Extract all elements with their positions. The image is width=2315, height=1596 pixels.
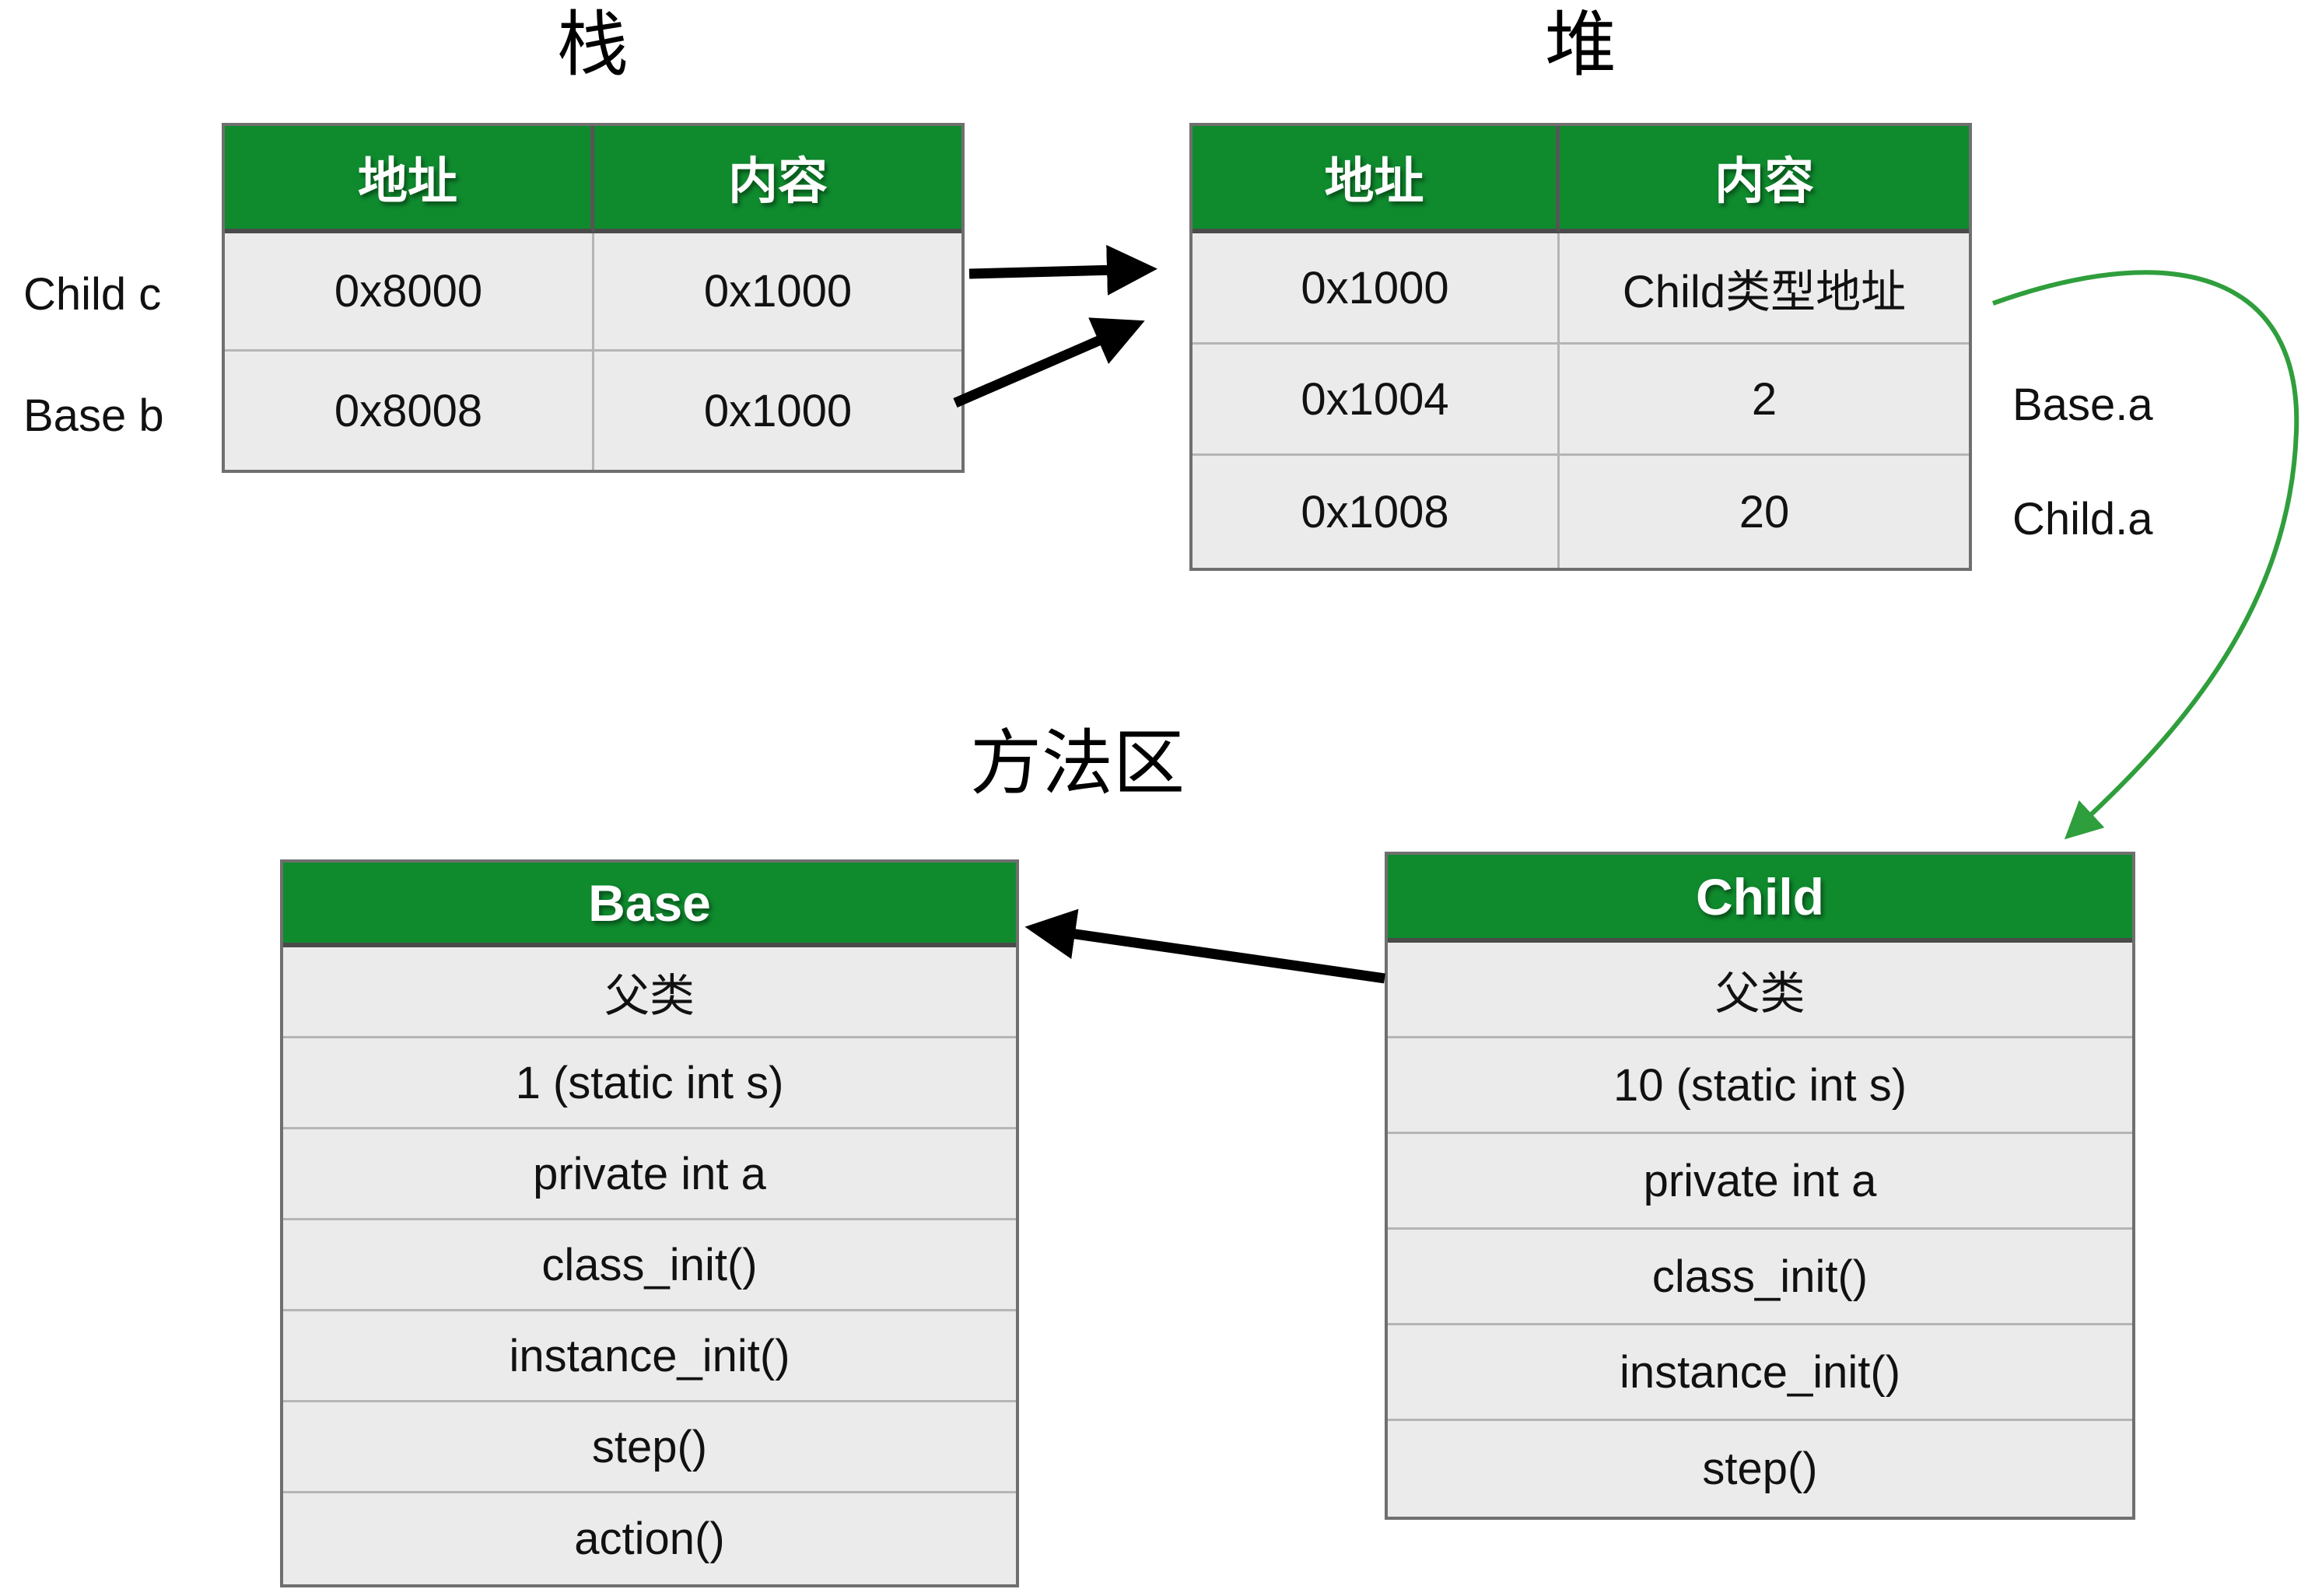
heap-cell-address: 0x1004	[1193, 345, 1560, 456]
stack-cell-address: 0x8008	[225, 352, 594, 470]
base-class-row: 1 (static int s)	[283, 1038, 1016, 1129]
child-class-row: 10 (static int s)	[1388, 1038, 2132, 1134]
heap-annotation-base-a: Base.a	[2012, 379, 2153, 430]
heap-header-content: 内容	[1560, 126, 1969, 233]
heap-header-address: 地址	[1193, 126, 1560, 233]
stack-row-label-base-b: Base b	[23, 390, 164, 441]
stack-cell-content: 0x1000	[594, 352, 961, 470]
heap-cell-content: 2	[1560, 345, 1969, 456]
base-class-row: 父类	[283, 947, 1016, 1038]
stack-header-address: 地址	[225, 126, 594, 233]
child-class-row: 父类	[1388, 943, 2132, 1038]
arrow-base-b-to-heap	[953, 317, 1145, 408]
child-class-row: step()	[1388, 1421, 2132, 1517]
arrow-child-class-to-base-class	[1024, 908, 1385, 984]
child-class-row: private int a	[1388, 1134, 2132, 1230]
base-class-row: step()	[283, 1402, 1016, 1493]
heap-cell-address: 0x1000	[1193, 233, 1560, 345]
base-class-row: instance_init()	[283, 1311, 1016, 1402]
heap-cell-content: 20	[1560, 456, 1969, 568]
heap-annotation-child-a: Child.a	[2012, 493, 2153, 544]
base-class-header: Base	[283, 863, 1016, 947]
heap-cell-content: Child类型地址	[1560, 233, 1969, 345]
heap-cell-address: 0x1008	[1193, 456, 1560, 568]
stack-cell-address: 0x8000	[225, 233, 594, 352]
heap-title: 堆	[1544, 5, 1617, 85]
child-class-header: Child	[1388, 855, 2132, 943]
stack-header-content: 内容	[594, 126, 961, 233]
arrow-child-c-to-heap	[968, 244, 1158, 296]
heap-table: 地址 内容 0x1000 Child类型地址 0x1004 2 0x1008 2…	[1189, 123, 1972, 571]
base-class-row: class_init()	[283, 1220, 1016, 1311]
child-class-table: Child 父类 10 (static int s) private int a…	[1385, 852, 2135, 1520]
stack-title: 栈	[556, 5, 629, 85]
base-class-row: private int a	[283, 1129, 1016, 1220]
base-class-row: action()	[283, 1493, 1016, 1584]
stack-cell-content: 0x1000	[594, 233, 961, 352]
child-class-row: class_init()	[1388, 1230, 2132, 1325]
method-area-title: 方法区	[969, 724, 1186, 803]
stack-row-label-child-c: Child c	[23, 268, 162, 320]
child-class-row: instance_init()	[1388, 1325, 2132, 1421]
stack-table: 地址 内容 0x8000 0x1000 0x8008 0x1000	[222, 123, 965, 473]
base-class-table: Base 父类 1 (static int s) private int a c…	[280, 859, 1019, 1587]
